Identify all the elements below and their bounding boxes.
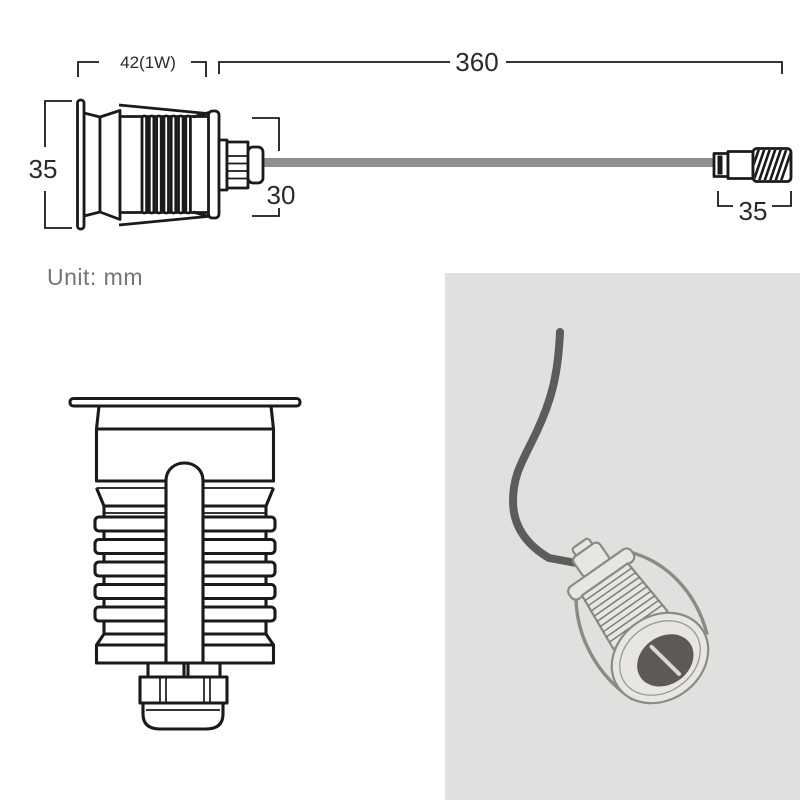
illustration-cable [508, 328, 591, 569]
connector-plug [712, 147, 793, 183]
rear-cone-lines [192, 111, 210, 218]
fixture-front-view [68, 396, 302, 731]
dim-cable-length-label: 360 [455, 47, 498, 77]
dim-body-height-label: 35 [29, 154, 58, 184]
heatsink-fins-front [93, 515, 277, 623]
illustration-bezel-inner-rim [619, 620, 701, 696]
taper-lines [95, 487, 275, 507]
cable-gland-front [133, 661, 270, 731]
product-photo-panel [445, 273, 800, 800]
cone-section-1 [82, 111, 102, 218]
cable-channel-tab [164, 461, 205, 665]
thread-hatching [754, 150, 790, 180]
front-view-technical-drawing [68, 396, 302, 731]
illustration-fixture [567, 537, 710, 705]
dim-body-width: 42(1W) [77, 53, 207, 77]
dim-body-width-label: 42(1W) [120, 53, 176, 72]
gland-cap [141, 701, 225, 731]
dim-connector: 35 [717, 191, 792, 226]
dim-body-height: 35 [29, 100, 72, 229]
dim-connector-label: 35 [739, 196, 768, 226]
dim-gland-label: 30 [267, 180, 296, 210]
illustration-aperture-divider [649, 644, 682, 676]
front-flange [76, 98, 86, 231]
product-illustration [508, 328, 710, 705]
side-view-technical-drawing: 35 42(1W) 360 30 35 [29, 47, 793, 231]
outer-rim-lines [118, 103, 213, 227]
neck-section [94, 404, 276, 431]
heatsink-fins-side [140, 114, 192, 215]
cone-section-2 [98, 109, 122, 221]
dim-cable-length: 360 [218, 47, 783, 77]
lower-taper-lines [95, 633, 275, 646]
dim-gland: 30 [252, 117, 296, 217]
fixture-side-view [76, 98, 265, 231]
unit-label: Unit: mm [47, 264, 143, 290]
spring-clip-right [629, 550, 709, 636]
end-cap [207, 109, 221, 220]
top-flange [68, 396, 302, 408]
cable-gland-side [217, 138, 265, 192]
